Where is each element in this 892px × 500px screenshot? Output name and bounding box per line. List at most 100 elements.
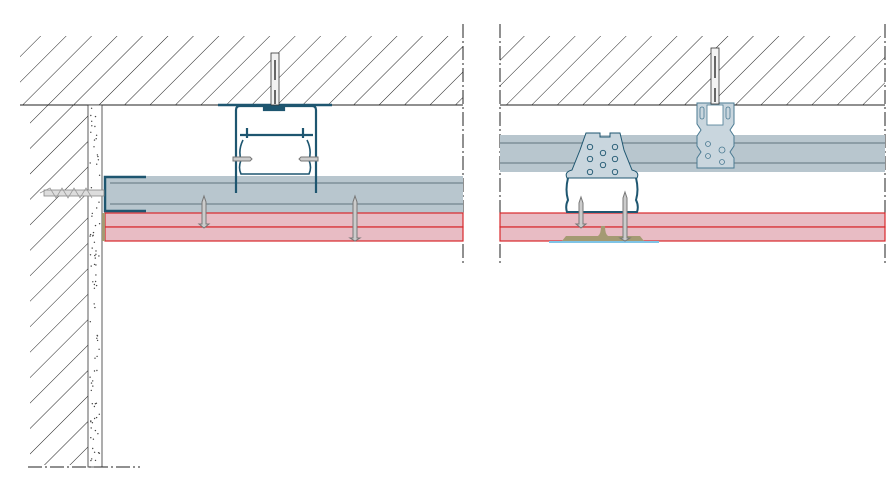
plaster-speck — [94, 459, 97, 462]
plaster-speck — [97, 155, 99, 158]
joint-tape — [549, 241, 659, 243]
plaster-speck — [95, 416, 98, 419]
plaster-speck — [89, 321, 92, 323]
plaster-speck — [93, 405, 96, 408]
plaster-speck — [96, 369, 98, 372]
plaster-speck — [90, 459, 92, 462]
ceiling-anchor-icon — [710, 47, 720, 105]
plaster-speck — [95, 284, 98, 287]
joint-detail — [499, 24, 886, 266]
plaster-speck — [95, 134, 98, 136]
plaster-speck — [89, 235, 91, 237]
plaster-speck — [95, 138, 97, 140]
hanger-bracket — [696, 102, 735, 169]
plaster-speck — [94, 429, 97, 432]
plasterboard-2 — [104, 226, 464, 242]
plaster-speck — [93, 370, 96, 372]
wall-plaster — [87, 104, 103, 468]
plaster-speck — [90, 382, 93, 384]
ceiling-slab — [20, 36, 463, 105]
plaster-speck — [90, 389, 93, 392]
plaster-speck — [91, 403, 94, 405]
plaster-speck — [89, 233, 92, 236]
plaster-speck — [92, 380, 94, 382]
wall — [30, 105, 88, 465]
plaster-speck — [93, 241, 96, 243]
wall-connection-detail — [20, 24, 464, 468]
plaster-speck — [92, 231, 95, 234]
plaster-speck — [95, 274, 97, 276]
plaster-speck — [94, 306, 96, 309]
plaster-speck — [89, 376, 91, 378]
plaster-speck — [96, 339, 99, 342]
plaster-speck — [91, 215, 93, 217]
plaster-speck — [96, 154, 99, 156]
plaster-speck — [92, 447, 94, 450]
plaster-texture — [89, 107, 101, 462]
plaster-speck — [92, 281, 94, 283]
plaster-speck — [90, 265, 92, 267]
plaster-speck — [95, 402, 98, 404]
plaster-speck — [95, 250, 97, 252]
ceiling-slab — [500, 36, 885, 105]
plaster-speck — [91, 422, 94, 424]
plaster-speck — [91, 458, 93, 460]
plaster-speck — [94, 280, 97, 283]
plaster-speck — [93, 287, 96, 289]
plaster-speck — [93, 417, 96, 420]
plaster-speck — [93, 283, 96, 286]
plaster-speck — [95, 253, 97, 255]
screw-icon — [197, 156, 362, 242]
plaster-speck — [96, 207, 98, 209]
plaster-speck — [93, 146, 95, 148]
plaster-speck — [98, 201, 100, 203]
plasterboard-1 — [499, 212, 886, 228]
plaster-speck — [95, 264, 97, 266]
plaster-speck — [91, 212, 94, 215]
plaster-speck — [98, 413, 101, 415]
plaster-speck — [92, 438, 95, 440]
plaster-speck — [94, 224, 97, 227]
screw-icon — [574, 190, 632, 242]
plaster-speck — [91, 247, 93, 249]
direct-hanger-channel — [218, 103, 332, 193]
plaster-speck — [98, 174, 101, 176]
plaster-speck — [96, 355, 98, 358]
plaster-speck — [94, 257, 97, 259]
cross-connector — [565, 132, 639, 213]
ceiling-profile — [104, 176, 463, 213]
plaster-speck — [90, 437, 92, 439]
plaster-speck — [92, 235, 94, 237]
plaster-speck — [90, 187, 93, 189]
joint-filler — [102, 213, 105, 241]
ceiling-anchor-icon — [270, 52, 280, 106]
plaster-speck — [97, 433, 99, 435]
plaster-speck — [93, 451, 96, 453]
plaster-speck — [92, 385, 94, 387]
plaster-speck — [93, 263, 96, 266]
plaster-speck — [96, 334, 98, 337]
plaster-speck — [93, 303, 95, 305]
plaster-speck — [90, 131, 92, 133]
plaster-speck — [91, 125, 93, 127]
plaster-speck — [90, 107, 93, 110]
main-profile — [500, 135, 885, 172]
plaster-speck — [94, 125, 96, 128]
plaster-speck — [90, 421, 92, 423]
plaster-speck — [96, 163, 98, 165]
plaster-speck — [90, 427, 92, 429]
plaster-speck — [93, 139, 96, 141]
wall-channel — [103, 175, 146, 213]
plaster-speck — [90, 114, 92, 117]
plaster-speck — [94, 254, 96, 257]
plaster-speck — [98, 255, 100, 257]
plaster-speck — [97, 159, 100, 161]
plaster-speck — [94, 357, 96, 359]
plaster-speck — [98, 348, 100, 350]
plasterboard-1 — [104, 212, 464, 228]
plaster-speck — [89, 254, 92, 256]
plaster-speck — [96, 337, 98, 339]
plaster-speck — [89, 162, 91, 164]
plaster-speck — [98, 223, 101, 225]
